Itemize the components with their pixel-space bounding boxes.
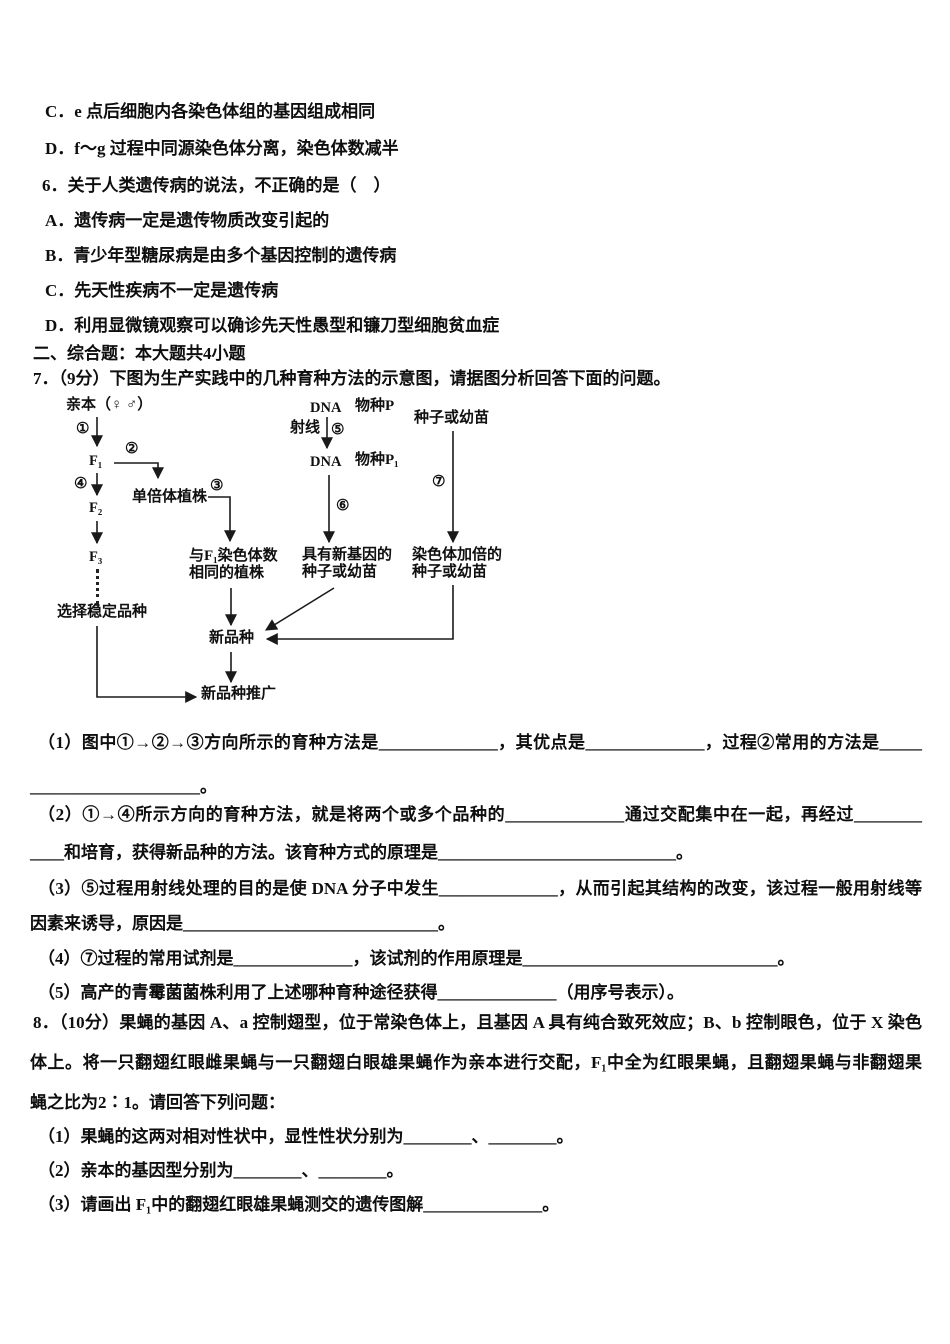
q8-part3: （3）请画出 F₁中的翻翅红眼雄果蝇测交的遗传图解______________。 (38, 1195, 560, 1214)
q8-part1: （1）果蝇的这两对相对性状中，显性性状分别为________、________。 (38, 1127, 574, 1146)
q6-option-c: C．先天性疾病不一定是遗传病 (45, 281, 279, 300)
label-select-stable-variety: 选择稳定品种 (57, 604, 148, 620)
q6-stem: 6．关于人类遗传病的说法，不正确的是（ ） (42, 176, 391, 195)
label-seeds-or-seedlings: 种子或幼苗 (414, 410, 490, 426)
label-dna-mid: DNA (310, 454, 342, 470)
label-f2: F₂ (89, 500, 103, 516)
label-chromosome-doubled-line2: 种子或幼苗 (412, 564, 488, 580)
q7-stem: 7．（9分）下图为生产实践中的几种育种方法的示意图，请据图分析回答下面的问题。 (33, 369, 671, 388)
ellipsis-dots (96, 569, 99, 605)
label-ray: 射线 (290, 420, 321, 436)
q8-stem-line1: 8．（10分）果蝇的基因 A、a 控制翅型，位于常染色体上，且基因 A 具有纯合… (33, 1013, 922, 1032)
label-species-p: 物种P (355, 398, 395, 414)
label-f1: F₁ (89, 453, 103, 469)
q7-part2-line2: ____和培育，获得新品种的方法。该育种方式的原理是______________… (30, 843, 693, 862)
label-haploid-plant: 单倍体植株 (132, 489, 208, 505)
q7-part5: （5）高产的青霉菌菌株利用了上述哪种育种途径获得______________（用… (38, 983, 684, 1002)
step4-circled-number: ④ (74, 476, 88, 492)
label-new-gene-line1: 具有新基因的 (302, 547, 393, 563)
q7-part2-line1: （2）①→④所示方向的育种方法，就是将两个或多个品种的_____________… (38, 805, 922, 824)
label-species-p1: 物种P₁ (355, 452, 399, 468)
q6-option-b: B．青少年型糖尿病是由多个基因控制的遗传病 (45, 246, 397, 265)
section-heading: 二、综合题：本大题共4小题 (33, 344, 246, 363)
step1-circled-number: ① (76, 421, 90, 437)
q7-part3-line1: （3）⑤过程用射线处理的目的是使 DNA 分子中发生______________… (38, 879, 922, 898)
q7-part1-line1: （1）图中①→②→③方向所示的育种方法是______________，其优点是_… (38, 733, 922, 752)
label-new-gene-line2: 种子或幼苗 (302, 564, 378, 580)
step6-circled-number: ⑥ (336, 498, 350, 514)
step5-circled-number: ⑤ (331, 422, 345, 438)
q7-part1-line2: ____________________。 (30, 777, 217, 796)
label-same-chromosome-line1: 与F₁染色体数 (189, 548, 278, 564)
label-parents: 亲本（♀ ♂） (66, 397, 153, 413)
label-same-chromosome-line2: 相同的植株 (189, 565, 265, 581)
label-f3: F₃ (89, 549, 103, 565)
label-new-variety: 新品种 (209, 630, 255, 646)
q5-option-c: C．e 点后细胞内各染色体组的基因组成相同 (45, 102, 376, 121)
q7-part4: （4）⑦过程的常用试剂是______________，该试剂的作用原理是____… (38, 949, 795, 968)
label-chromosome-doubled-line1: 染色体加倍的 (412, 547, 503, 563)
step2-circled-number: ② (125, 441, 139, 457)
label-dna-top: DNA (310, 400, 342, 416)
q7-part3-line2: 因素来诱导，原因是______________________________。 (30, 914, 455, 933)
q8-part2: （2）亲本的基因型分别为________、________。 (38, 1161, 404, 1180)
step7-circled-number: ⑦ (432, 474, 446, 490)
q8-stem-line3: 蝇之比为2∶1。请回答下列问题： (30, 1093, 285, 1112)
q6-option-d: D．利用显微镜观察可以确诊先天性愚型和镰刀型细胞贫血症 (45, 316, 500, 335)
step3-circled-number: ③ (210, 478, 224, 494)
q6-option-a: A．遗传病一定是遗传物质改变引起的 (45, 211, 330, 230)
q5-option-d: D．f～g 过程中同源染色体分离，染色体数减半 (45, 139, 399, 158)
label-new-variety-promotion: 新品种推广 (201, 686, 277, 702)
q8-stem-line2: 体上。将一只翻翅红眼雌果蝇与一只翻翅白眼雄果蝇作为亲本进行交配，F₁中全为红眼果… (30, 1053, 922, 1072)
